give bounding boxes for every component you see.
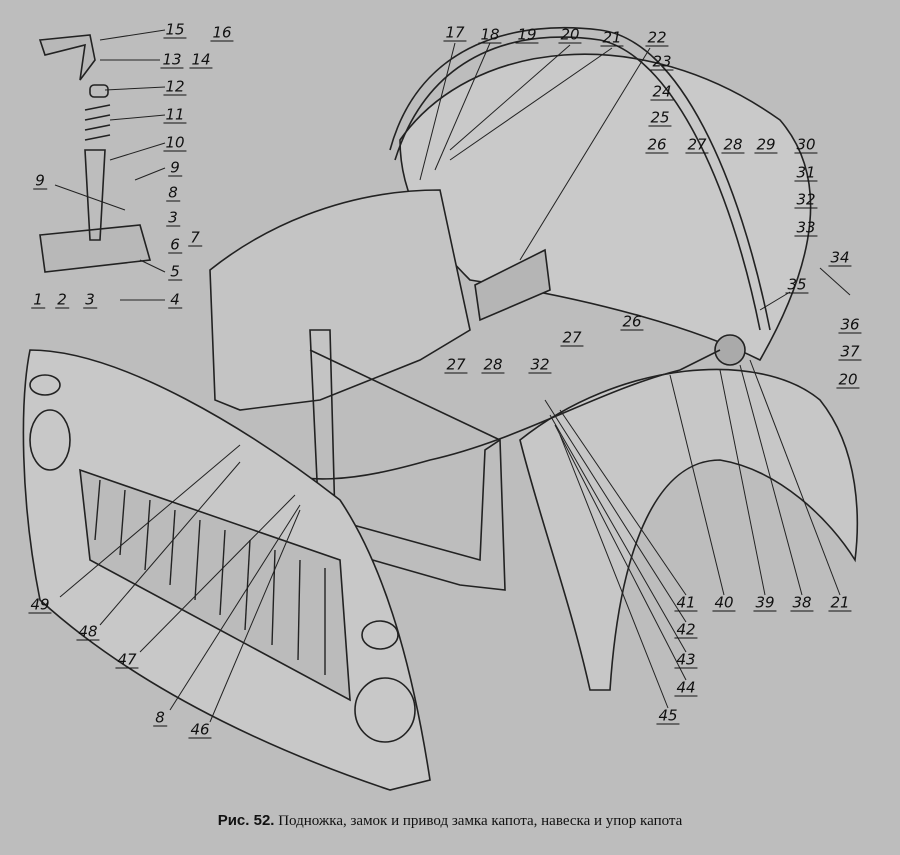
part-number-label: 14 xyxy=(189,50,213,69)
part-number-label: 16 xyxy=(210,23,234,42)
part-number-label: 18 xyxy=(478,25,502,44)
part-number-label: 25 xyxy=(648,108,672,127)
part-number-label: 27 xyxy=(560,328,584,347)
figure-caption: Рис. 52. Подножка, замок и привод замка … xyxy=(0,812,900,830)
part-number-label: 39 xyxy=(753,593,777,612)
caption-prefix: Рис. 52. xyxy=(217,812,275,829)
part-number-label: 27 xyxy=(444,355,468,374)
part-number-label: 35 xyxy=(785,275,809,294)
part-number-label: 47 xyxy=(115,650,139,669)
part-number-label: 21 xyxy=(600,28,624,47)
part-number-label: 8 xyxy=(153,708,167,727)
part-number-label: 9 xyxy=(33,171,47,190)
part-number-label: 30 xyxy=(794,135,818,154)
part-number-label: 7 xyxy=(188,228,202,247)
part-number-label: 37 xyxy=(838,342,862,361)
part-number-label: 1 xyxy=(31,290,45,309)
part-number-label: 38 xyxy=(790,593,814,612)
part-number-label: 41 xyxy=(674,593,698,612)
part-number-label: 32 xyxy=(528,355,552,374)
part-number-label: 34 xyxy=(828,248,852,267)
part-number-label: 46 xyxy=(188,720,212,739)
footstep xyxy=(39,224,152,273)
part-number-label: 26 xyxy=(620,312,644,331)
cab-front xyxy=(209,189,471,411)
part-number-label: 28 xyxy=(481,355,505,374)
hinge-plate xyxy=(474,248,551,322)
part-number-label: 3 xyxy=(83,290,97,309)
part-number-label: 22 xyxy=(645,28,669,47)
part-number-label: 33 xyxy=(794,218,818,237)
part-number-label: 49 xyxy=(28,595,52,614)
part-number-label: 28 xyxy=(721,135,745,154)
fender xyxy=(519,368,859,691)
radiator-frame xyxy=(309,329,506,591)
part-number-label: 26 xyxy=(645,135,669,154)
part-number-label: 44 xyxy=(674,678,698,697)
part-number-label: 10 xyxy=(163,133,187,152)
caption-text: Подножка, замок и привод замка капота, н… xyxy=(278,813,683,829)
part-number-label: 43 xyxy=(674,650,698,669)
part-number-label: 27 xyxy=(685,135,709,154)
part-number-label: 19 xyxy=(515,25,539,44)
part-number-label: 15 xyxy=(163,20,187,39)
part-number-label: 32 xyxy=(794,190,818,209)
part-number-label: 8 xyxy=(166,183,180,202)
part-number-label: 4 xyxy=(168,290,182,309)
part-number-label: 31 xyxy=(794,163,818,182)
part-number-label: 17 xyxy=(443,23,467,42)
part-number-label: 40 xyxy=(712,593,736,612)
part-number-label: 42 xyxy=(674,620,698,639)
part-number-label: 24 xyxy=(650,82,674,101)
part-number-label: 36 xyxy=(838,315,862,334)
part-number-label: 3 xyxy=(166,208,180,227)
part-number-label: 21 xyxy=(828,593,852,612)
part-number-label: 29 xyxy=(754,135,778,154)
part-number-label: 23 xyxy=(650,52,674,71)
part-number-label: 6 xyxy=(168,235,182,254)
part-number-label: 48 xyxy=(76,622,100,641)
part-number-label: 2 xyxy=(55,290,69,309)
part-number-label: 12 xyxy=(163,77,187,96)
part-number-label: 9 xyxy=(168,158,182,177)
part-number-label: 20 xyxy=(558,25,582,44)
part-number-label: 45 xyxy=(656,706,680,725)
part-number-label: 13 xyxy=(160,50,184,69)
part-number-label: 5 xyxy=(168,262,182,281)
hood-stay-rod xyxy=(389,26,771,331)
part-number-label: 11 xyxy=(163,105,187,124)
part-number-label: 20 xyxy=(836,370,860,389)
